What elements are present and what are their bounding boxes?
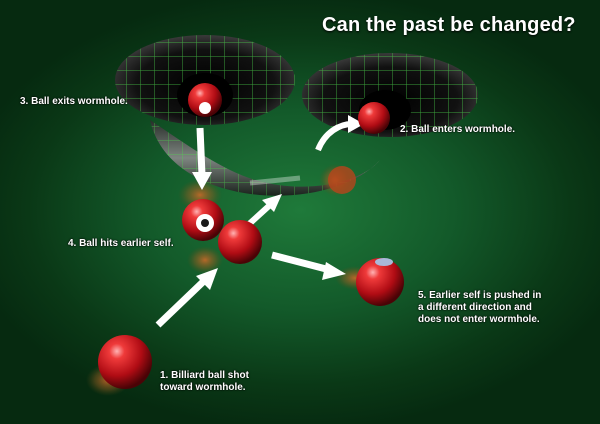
step-label-5: 5. Earlier self is pushed in a different… — [418, 290, 542, 325]
arrow-icon — [155, 115, 364, 328]
billiard-ball-icon — [98, 335, 152, 389]
diagram-title: Can the past be changed? — [322, 14, 576, 36]
billiard-ball-icon — [358, 102, 390, 134]
step-label-1: 1. Billiard ball shot toward wormhole. — [160, 370, 249, 393]
billiard-ball-icon — [218, 220, 262, 264]
step-label-2: 2. Ball enters wormhole. — [400, 124, 516, 135]
motion-blur-trail — [187, 246, 223, 274]
billiard-ball-icon — [188, 83, 222, 117]
billiard-ball-icon — [182, 199, 224, 241]
step-label-3: 3. Ball exits wormhole. — [20, 96, 128, 107]
step-label-4: 4. Ball hits earlier self. — [68, 238, 174, 249]
billiard-ball-icon — [356, 258, 404, 306]
billiard-ball-icon — [328, 166, 356, 194]
